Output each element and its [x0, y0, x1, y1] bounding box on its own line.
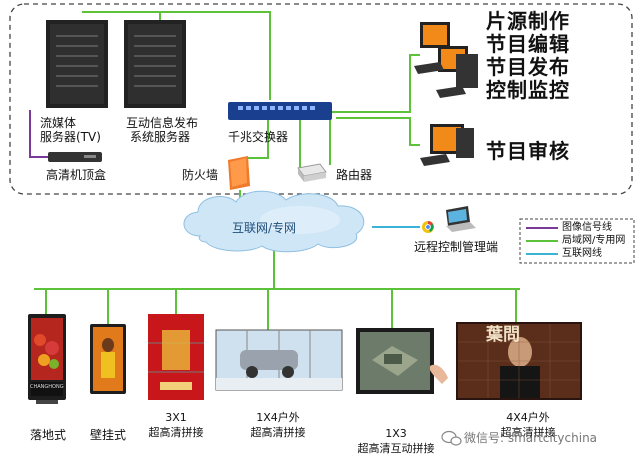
interactive-server-label-2: 系统服务器 — [130, 130, 191, 144]
firewall-label: 防火墙 — [182, 168, 219, 182]
poster-film-title: 葉問 — [486, 325, 520, 345]
display-caption-1x4-line1: 1X4户外 — [256, 411, 300, 424]
interactive-server-icon — [124, 20, 186, 108]
cloud-icon — [183, 190, 365, 253]
browser-icon — [422, 221, 434, 233]
interactive-server-label-1: 互动信息发布 — [126, 116, 199, 130]
router-icon — [297, 163, 327, 182]
watermark-text: 微信号: smartcitychina — [464, 431, 598, 445]
display-caption-3x1-line2: 超高清拼接 — [148, 426, 204, 439]
splice-1x4-display-icon — [215, 329, 343, 391]
pc-group-icon — [414, 22, 478, 98]
floor-display-icon — [28, 314, 66, 404]
display-caption-1x4-line2: 超高清拼接 — [250, 426, 306, 439]
server-room-boundary — [9, 3, 633, 195]
pc-task-control-monitoring: 控制监控 — [486, 78, 570, 102]
switch-label: 千兆交换器 — [228, 130, 289, 144]
wechat-watermark-icon — [441, 430, 462, 446]
router-label: 路由器 — [336, 168, 373, 182]
splice-3x1-display-icon — [148, 314, 204, 400]
pc-task-source-production: 片源制作 — [486, 9, 570, 33]
legend-label-signal: 图像信号线 — [562, 222, 612, 233]
splice-4x4-display-icon — [456, 322, 582, 400]
settop-box-label: 高清机顶盒 — [46, 168, 107, 182]
review-pc-icon — [420, 124, 474, 166]
cloud-label: 互联网/专网 — [232, 221, 297, 235]
display-caption-4x4-line1: 4X4户外 — [506, 411, 550, 424]
display-drops — [45, 289, 517, 330]
legend-label-lan: 局域网/专用网 — [562, 235, 626, 246]
display-caption-1x3-line2: 超高清互动拼接 — [357, 442, 435, 455]
firewall-icon — [228, 156, 250, 190]
display-caption-1x3-line1: 1X3 — [385, 427, 407, 440]
lan-lines-top — [82, 11, 420, 168]
laptop-icon — [446, 206, 476, 232]
legend-label-internet: 互联网线 — [562, 248, 602, 259]
streaming-server-label-2: 服务器(TV) — [40, 130, 101, 144]
pc-task-program-publishing: 节目发布 — [486, 55, 570, 79]
signal-line-settop — [29, 110, 48, 158]
streaming-server-label-1: 流媒体 — [40, 116, 77, 130]
splice-1x3-interactive-display-icon — [356, 328, 448, 394]
wall-display-icon — [90, 324, 126, 394]
pc-task-program-editing: 节目编辑 — [486, 32, 570, 56]
display-caption-floor: 落地式 — [29, 428, 66, 442]
display-caption-4x4-line2: 超高清拼接 — [500, 426, 556, 439]
totem-brand-text: CHANGHONG — [30, 384, 64, 390]
settop-box-icon — [48, 152, 102, 162]
streaming-server-icon — [46, 20, 108, 108]
display-caption-3x1-line1: 3X1 — [165, 411, 187, 424]
remote-control-label: 远程控制管理端 — [414, 240, 499, 254]
display-caption-wall: 壁挂式 — [89, 428, 126, 442]
switch-icon — [228, 102, 332, 120]
program-review-label: 节目审核 — [486, 139, 570, 163]
